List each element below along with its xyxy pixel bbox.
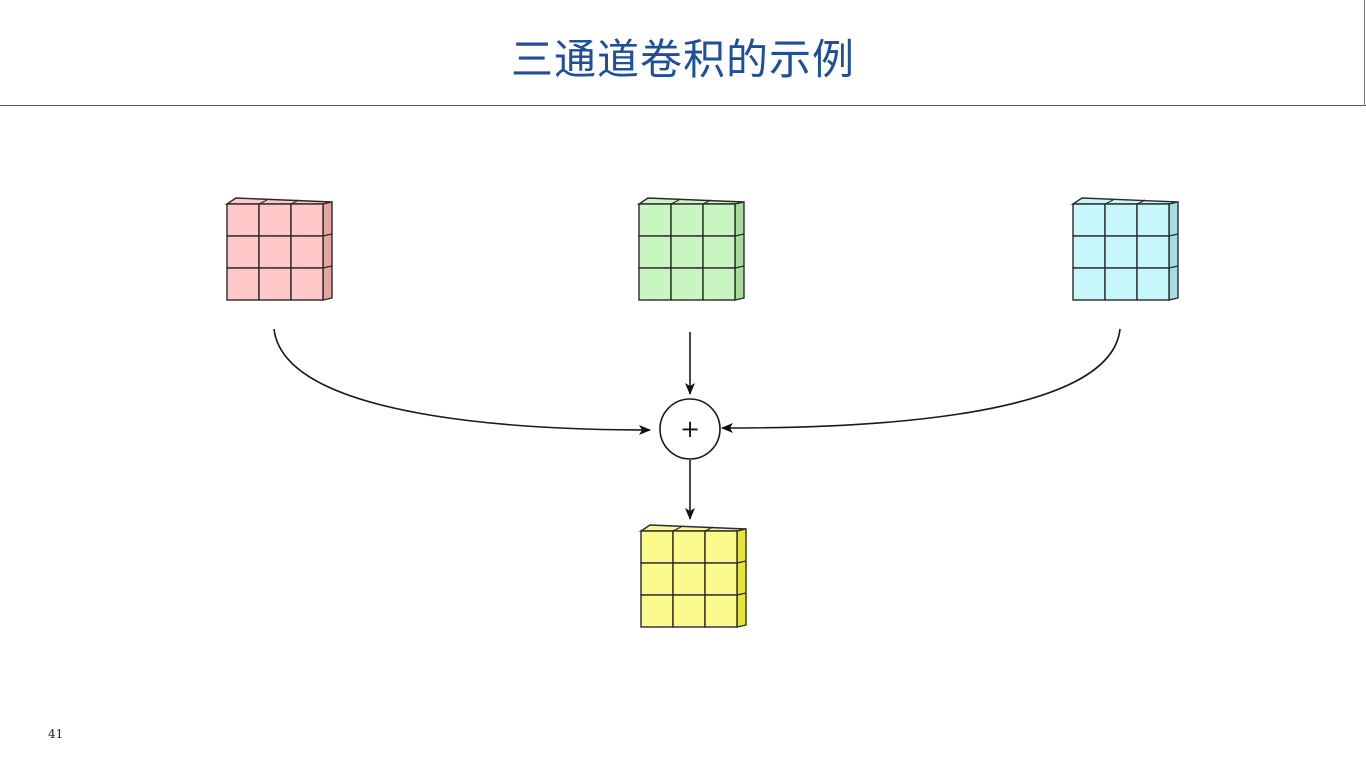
input-channel-1-cell bbox=[290, 203, 324, 237]
output-channel-cell bbox=[640, 530, 674, 564]
input-channel-2-side-divider bbox=[734, 233, 745, 237]
arrow-left-to-sum bbox=[273, 328, 651, 435]
output-channel-cell bbox=[672, 562, 706, 596]
input-channel-1-cell bbox=[290, 267, 324, 301]
input-channel-1-side-divider bbox=[322, 265, 333, 269]
input-channel-3-cell bbox=[1136, 203, 1170, 237]
input-channel-1-cell bbox=[258, 235, 292, 269]
input-channel-1-top-divider bbox=[290, 199, 300, 205]
input-channel-2-cell bbox=[638, 203, 672, 237]
title-divider bbox=[0, 105, 1366, 106]
output-channel-top-divider bbox=[704, 526, 714, 532]
input-channel-1-cell bbox=[226, 203, 260, 237]
input-channel-3-cell bbox=[1104, 203, 1138, 237]
input-channel-2-top-divider bbox=[702, 199, 712, 205]
input-channel-3-cell bbox=[1104, 235, 1138, 269]
output-channel-cell bbox=[640, 594, 674, 628]
input-channel-3 bbox=[1070, 197, 1179, 301]
input-channel-3-top-divider bbox=[1136, 199, 1146, 205]
input-channel-3-cell bbox=[1072, 203, 1106, 237]
output-channel-cell bbox=[640, 562, 674, 596]
output-channel-top-divider bbox=[672, 526, 682, 532]
input-channel-3-side-divider bbox=[1168, 265, 1179, 269]
input-channel-1-cell bbox=[226, 267, 260, 301]
input-channel-2-cell bbox=[638, 267, 672, 301]
output-channel-top-face bbox=[638, 524, 747, 532]
input-channel-2-top-face bbox=[636, 197, 745, 205]
input-channel-2-cell bbox=[638, 235, 672, 269]
output-channel-side-divider bbox=[736, 560, 747, 564]
output-channel bbox=[638, 524, 747, 628]
input-channel-2-cell bbox=[702, 267, 736, 301]
input-channel-3-cell bbox=[1072, 267, 1106, 301]
input-channel-2-cell bbox=[670, 235, 704, 269]
output-channel-cell bbox=[672, 594, 706, 628]
output-channel-side-face bbox=[736, 528, 747, 628]
input-channel-2 bbox=[636, 197, 745, 301]
input-channel-3-cell bbox=[1104, 267, 1138, 301]
input-channel-3-cell bbox=[1136, 267, 1170, 301]
input-channel-1-cell bbox=[226, 235, 260, 269]
output-channel-cell bbox=[704, 594, 738, 628]
sum-symbol: + bbox=[680, 415, 700, 443]
input-channel-2-side-face bbox=[734, 201, 745, 301]
page-number: 41 bbox=[48, 727, 64, 741]
output-channel-side-divider bbox=[736, 592, 747, 596]
input-channel-3-cell bbox=[1136, 235, 1170, 269]
input-channel-3-cell bbox=[1072, 235, 1106, 269]
input-channel-1-top-face bbox=[224, 197, 333, 205]
input-channel-1-cell bbox=[258, 267, 292, 301]
input-channel-2-cell bbox=[702, 203, 736, 237]
input-channel-1-cell bbox=[290, 235, 324, 269]
output-channel-cell bbox=[704, 562, 738, 596]
input-channel-1-top-divider bbox=[258, 199, 268, 205]
output-channel-cell bbox=[672, 530, 706, 564]
input-channel-2-cell bbox=[702, 235, 736, 269]
input-channel-3-top-divider bbox=[1104, 199, 1114, 205]
input-channel-2-cell bbox=[670, 203, 704, 237]
input-channel-3-top-face bbox=[1070, 197, 1179, 205]
input-channel-1-side-face bbox=[322, 201, 333, 301]
input-channel-2-top-divider bbox=[670, 199, 680, 205]
input-channel-3-side-face bbox=[1168, 201, 1179, 301]
sum-node bbox=[659, 398, 721, 460]
input-channel-1 bbox=[224, 197, 333, 301]
input-channel-1-cell bbox=[258, 203, 292, 237]
arrow-right-to-sum bbox=[721, 328, 1121, 433]
header-edge-line bbox=[1364, 0, 1365, 106]
input-channel-3-side-divider bbox=[1168, 233, 1179, 237]
slide-title: 三通道卷积的示例 bbox=[510, 35, 855, 84]
input-channel-2-side-divider bbox=[734, 265, 745, 269]
input-channel-2-cell bbox=[670, 267, 704, 301]
output-channel-cell bbox=[704, 530, 738, 564]
input-channel-1-side-divider bbox=[322, 233, 333, 237]
